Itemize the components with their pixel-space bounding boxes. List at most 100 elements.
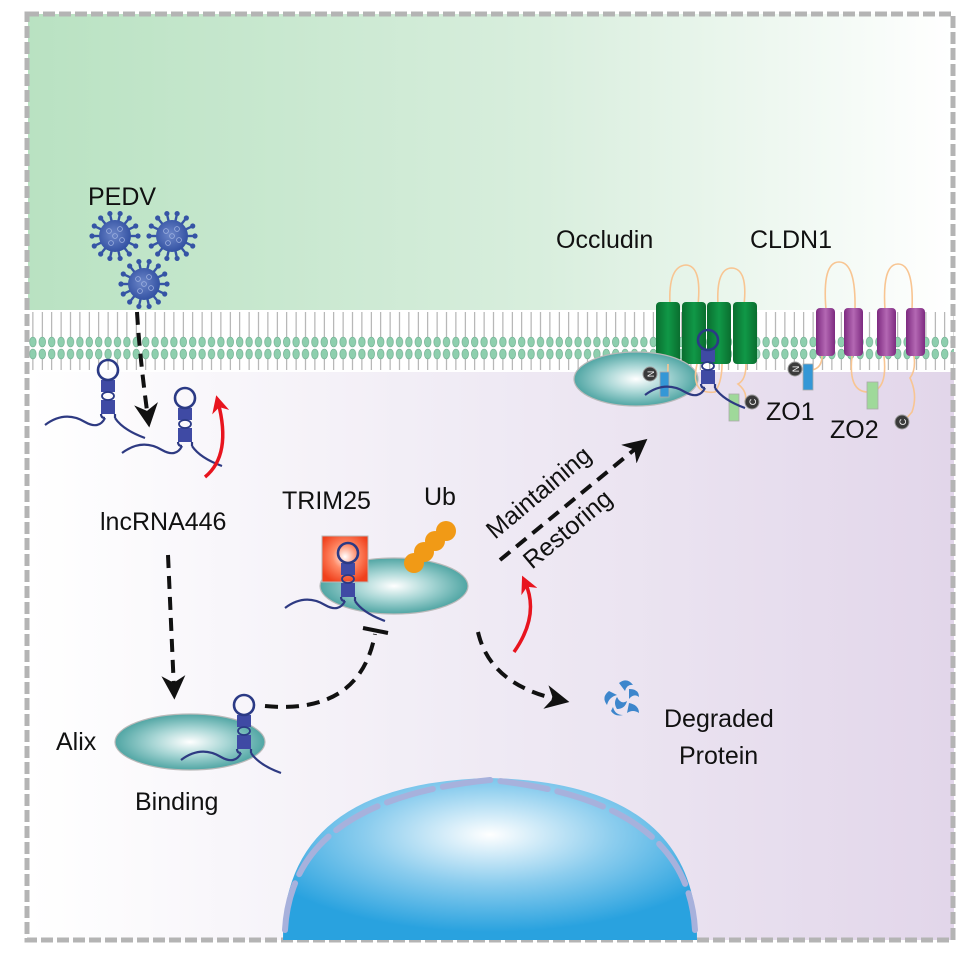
rna-strand <box>354 600 386 623</box>
degraded-protein-group: Degraded Protein <box>604 680 774 770</box>
virus-spike-tip <box>148 243 154 249</box>
upregulation-arrow <box>203 395 230 479</box>
virus-spike-tip <box>135 233 141 239</box>
rna-strand <box>699 383 717 390</box>
virus-spike-tip <box>107 255 113 262</box>
alix-label: Alix <box>56 728 97 756</box>
pedv-label: PEDV <box>88 183 156 211</box>
virus-spike-tip <box>126 251 132 257</box>
rna-strand <box>176 441 194 448</box>
virus-spike-tip <box>133 223 139 229</box>
rna-strand <box>284 598 346 610</box>
virus-spike-tip <box>98 215 104 221</box>
c-terminal-text: C <box>898 418 908 425</box>
rna-strand <box>180 750 242 762</box>
alix-protein <box>114 713 266 771</box>
virus-spike-tip <box>174 210 180 217</box>
virus-spike-tip <box>190 223 196 229</box>
lncrna-icon <box>121 386 223 468</box>
rna-bulge <box>178 419 192 429</box>
inhibition-bar <box>362 626 389 635</box>
lncrna-icon <box>180 693 282 775</box>
occludin-loop <box>669 264 700 306</box>
virus-spike-tip <box>164 210 170 217</box>
rna-bulge <box>101 391 115 401</box>
claudin-helix <box>816 308 835 356</box>
rna-strand <box>235 748 253 755</box>
rna-loop <box>336 541 360 565</box>
tight-junction-binding-protein <box>573 351 699 407</box>
virus-texture <box>163 228 169 234</box>
claudin-helix <box>906 308 925 356</box>
alix-group: Alix Binding <box>56 693 282 816</box>
zo1-binding-blue <box>659 371 670 398</box>
zo1-binding-blue <box>802 363 814 391</box>
rna-stem <box>701 350 715 362</box>
virus-icon <box>89 210 141 262</box>
occludin-helix <box>656 302 680 364</box>
rna-stem <box>101 380 115 392</box>
virus-texture <box>135 276 141 282</box>
virus-spike-tip <box>117 255 123 262</box>
virus-spike-tip <box>146 303 152 310</box>
occludin-group: Occludin N C <box>556 226 760 422</box>
virus-texture <box>165 240 171 246</box>
maintaining-arrow <box>498 438 648 562</box>
virus-spike-tip <box>164 281 170 287</box>
virus-spike-tip <box>148 223 154 229</box>
virus-spike-tip <box>107 210 113 217</box>
virus-texture <box>176 237 182 243</box>
rna-stem <box>178 408 192 420</box>
ubiquitin-chain <box>404 521 456 573</box>
occludin-helix <box>682 302 706 364</box>
virus-spike-tip <box>155 299 161 305</box>
virus-texture <box>148 285 154 291</box>
rna-strand <box>99 413 117 420</box>
zo2-label: ZO2 <box>830 416 879 444</box>
infection-arrow <box>134 311 158 428</box>
virus-spike-tip <box>183 215 189 221</box>
virus-icon <box>146 210 198 262</box>
extracellular-space <box>28 14 954 314</box>
virus-spike-tip <box>183 251 189 257</box>
virus-icon <box>118 258 170 310</box>
virus-spike-tip <box>192 233 198 239</box>
virus-spike-tip <box>136 303 142 310</box>
binding-label: Binding <box>135 788 218 816</box>
virus-body <box>156 220 188 252</box>
virus-texture <box>169 233 175 239</box>
virus-texture <box>141 281 147 287</box>
rna-stem <box>701 370 715 384</box>
c-terminal-icon <box>894 414 910 430</box>
zo1-label: ZO1 <box>766 398 815 426</box>
zo2-binding-green <box>866 381 879 410</box>
occludin-label: Occludin <box>556 226 653 254</box>
rna-loop <box>96 358 120 382</box>
rna-bulge <box>237 726 251 736</box>
lncrna-icon <box>284 541 386 623</box>
rna-stem <box>101 400 115 414</box>
rna-stem <box>237 735 251 749</box>
virus-texture <box>146 274 152 280</box>
degraded-label-line1: Degraded <box>664 705 774 733</box>
virus-spike-tip <box>190 243 196 249</box>
n-terminal-icon <box>642 366 658 382</box>
rna-stem <box>178 428 192 442</box>
virus-spike-tip <box>136 258 142 265</box>
rna-strand <box>191 445 223 468</box>
nucleus <box>282 776 698 940</box>
virus-spike-tip <box>118 281 124 287</box>
pedv-virus-group: PEDV <box>88 183 198 310</box>
virus-spike-tip <box>162 271 168 277</box>
virus-spike-tip <box>91 243 97 249</box>
nuclear-envelope <box>282 776 698 933</box>
rna-strand <box>339 596 357 603</box>
virus-spike-tip <box>146 258 152 265</box>
virus-spike-tip <box>91 223 97 229</box>
virus-spike-tip <box>89 233 95 239</box>
rna-loop <box>232 693 256 717</box>
cldn1-group: CLDN1 N C ZO1 ZO2 <box>750 226 925 444</box>
rna-strand <box>714 387 746 410</box>
virus-spike-tip <box>126 215 132 221</box>
